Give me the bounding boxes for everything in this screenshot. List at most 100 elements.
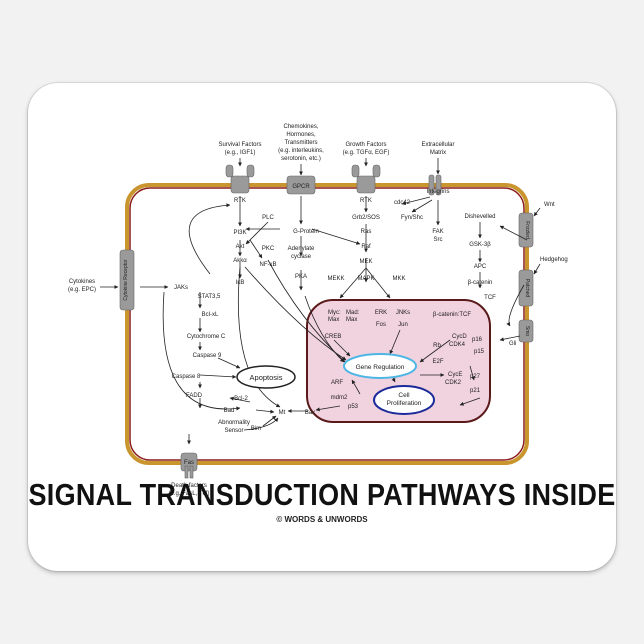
label-growth-1: Growth Factors <box>345 142 386 148</box>
label-cellprolif-1: Cell <box>398 392 410 399</box>
label-nfkb: NF-κB <box>260 262 277 268</box>
pathway-curves <box>162 203 525 431</box>
label-p21: p21 <box>470 388 481 394</box>
label-frizzled: Frizzled <box>524 221 530 239</box>
label-apc: APC <box>474 264 487 270</box>
label-mkk: MKK <box>392 276 405 282</box>
label-cdk2: CDK2 <box>445 380 462 386</box>
label-creb: CREB <box>325 334 342 340</box>
apoptosis-ellipse <box>236 365 296 389</box>
label-chemo-4: (e.g. interleukins, <box>278 148 324 154</box>
label-arf: ARF <box>331 380 343 386</box>
label-rb: Rb <box>433 343 441 349</box>
label-patched: Patched <box>524 279 530 298</box>
label-myc-2: Max <box>328 317 339 323</box>
label-chemo-2: Hormones, <box>286 132 316 138</box>
label-gpcr: GPCR <box>292 184 310 190</box>
label-p53: p53 <box>348 404 359 410</box>
label-cytc: Cytochrome C <box>187 334 226 340</box>
label-chemo-1: Chemokines, <box>283 124 318 130</box>
label-gene-reg: Gene Regulation <box>356 364 405 371</box>
label-apoptosis: Apoptosis <box>250 373 283 382</box>
label-pka: PKA <box>295 274 307 280</box>
label-integrins: Integrins <box>426 189 449 195</box>
receptor-fas <box>180 452 198 479</box>
label-e2f: E2F <box>432 359 443 365</box>
receptor-patched <box>518 269 534 307</box>
label-gli: Gli <box>509 341 516 347</box>
label-cytokine-receptor: Cytokine Receptor <box>123 259 129 300</box>
label-cdc42: cdc42 <box>394 200 411 206</box>
receptor-gpcr <box>286 175 316 195</box>
label-mt: Mt <box>279 410 286 416</box>
receptor-rtk2 <box>351 164 381 194</box>
label-ras: Ras <box>361 229 372 235</box>
label-cdk4: CDK4 <box>449 342 466 348</box>
label-mad-1: Mad: <box>346 310 360 316</box>
label-jnks: JNKs <box>396 310 410 316</box>
label-mad-2: Max <box>346 317 357 323</box>
label-abn-1: Abnormality <box>218 420 250 426</box>
label-p16: p16 <box>472 337 483 343</box>
label-bcl2: Bcl-2 <box>234 396 248 402</box>
label-ecm-1: Extracellular <box>421 142 454 148</box>
label-p27: p27 <box>470 374 481 380</box>
label-death-2: (e.g. FasL, Tnf) <box>169 491 210 497</box>
receptor-smo <box>518 319 534 343</box>
label-plc: PLC <box>262 215 274 221</box>
label-mapk: MAPK <box>357 276 374 282</box>
label-src: Src <box>434 237 443 243</box>
label-mekk: MEKK <box>327 276 344 282</box>
label-dishevelled: Dishevelled <box>464 214 495 220</box>
label-jaks: JAKs <box>174 285 188 291</box>
label-grb2: Grb2/SOS <box>352 215 380 221</box>
label-pkc: PKC <box>262 246 275 252</box>
label-cycd: CycD <box>452 334 467 340</box>
label-cellprolif-2: Proliferation <box>387 400 422 407</box>
label-fak: FAK <box>432 229 443 235</box>
label-adenylate-2: cyclase <box>291 254 312 260</box>
label-fynshc: Fyn/Shc <box>401 215 423 221</box>
label-erk: ERK <box>375 310 387 316</box>
label-casp9: Caspase 9 <box>193 353 222 359</box>
receptor-cytokine <box>119 249 135 311</box>
label-bcatenin: β-catenin <box>468 280 493 286</box>
gene-regulation-ellipse <box>343 353 417 379</box>
label-bim: Bim <box>251 426 261 432</box>
label-fas: Fas <box>184 460 194 466</box>
receptor-rtk1 <box>225 164 255 194</box>
label-akka: Akkα <box>233 258 247 264</box>
label-stat: STAT3,5 <box>198 294 221 300</box>
label-rtk2: RTK <box>360 198 372 204</box>
label-survival-1: Survival Factors <box>218 142 261 148</box>
label-mek: MEK <box>359 259 372 265</box>
label-bax: Bax <box>305 410 315 416</box>
label-survival-2: (e.g., IGF1) <box>225 150 256 156</box>
page-title: SIGNAL TRANSDUCTION PATHWAYS INSIDE <box>28 478 616 512</box>
label-death-1: Death factors <box>171 483 207 489</box>
label-pi3k: PI3K <box>233 230 246 236</box>
label-chemo-3: Transmitters <box>284 140 317 146</box>
label-abn-2: Sensor <box>224 428 243 434</box>
label-ecm-2: Matrix <box>430 150 446 156</box>
label-raf: Raf <box>361 244 371 250</box>
receptor-frizzled <box>518 212 534 248</box>
label-chemo-5: serotonin, etc.) <box>281 156 321 162</box>
label-tcf: TCF <box>484 295 496 301</box>
label-bcat-tcf: β-catenin:TCF <box>433 312 471 318</box>
label-jun: Jun <box>398 322 408 328</box>
label-adenylate-1: Adenylate <box>288 246 315 252</box>
label-ikb: IκB <box>236 280 245 286</box>
copyright-text: © WORDS & UNWORDS <box>276 515 368 524</box>
receptor-integrins <box>428 174 442 196</box>
label-cyto-2: (e.g. EPC) <box>68 287 96 293</box>
label-akt: Akt <box>236 244 245 250</box>
label-fadd: FADD <box>186 393 203 399</box>
label-gsk: GSK-3β <box>469 242 491 248</box>
label-growth-2: (e.g. TGFα, EGF) <box>343 150 390 156</box>
label-bad: Bad <box>224 408 235 414</box>
label-cyto-1: Cytokines <box>69 279 95 285</box>
label-mdm2: mdm2 <box>331 395 348 401</box>
label-wnt: Wnt <box>544 202 555 208</box>
